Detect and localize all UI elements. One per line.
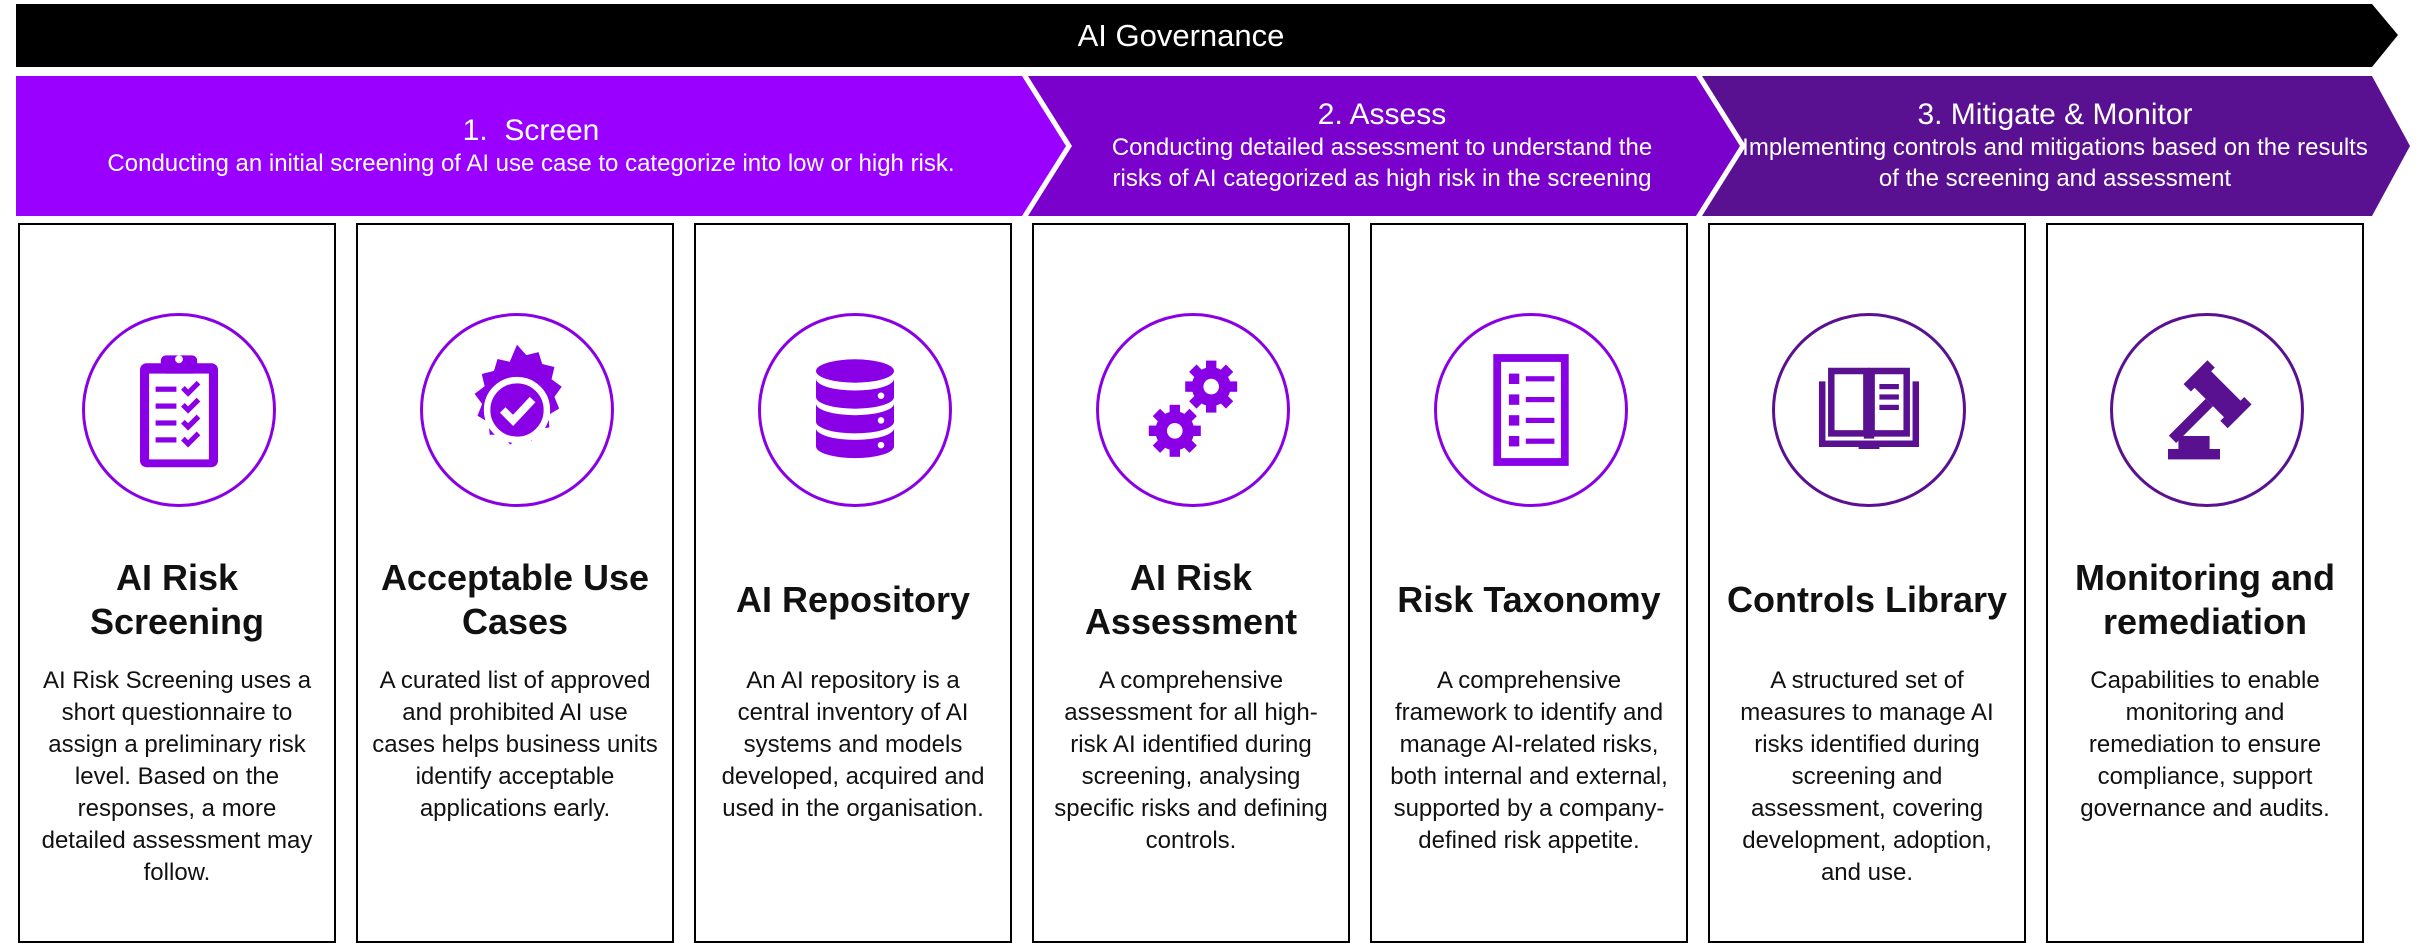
card-description: An AI repository is a central inventory …	[721, 667, 985, 822]
icon-circle	[420, 313, 614, 507]
icon-circle	[82, 313, 276, 507]
card-ai-repository: AI Repository An AI repository is a cent…	[694, 223, 1012, 943]
list-document-icon	[1493, 354, 1569, 466]
card-risk-taxonomy: Risk Taxonomy A comprehensive framework …	[1370, 223, 1688, 943]
clipboard-checklist-icon	[140, 355, 218, 468]
phase-description: Conducting detailed assessment to unders…	[1111, 134, 1653, 192]
phase-assess: 2. Assess Conducting detailed assessment…	[1080, 76, 1684, 216]
card-acceptable-use-cases: Acceptable Use Cases A curated list of a…	[356, 223, 674, 943]
card-description: AI Risk Screening uses a short questionn…	[41, 667, 313, 886]
card-title: Controls Library	[1726, 579, 2008, 620]
card-description: A structured set of measures to manage A…	[1740, 667, 1994, 886]
banner-title: AI Governance	[1077, 17, 1285, 53]
card-title: AI Risk Assessment	[1084, 557, 1298, 642]
phase-description: Implementing controls and mitigations ba…	[1742, 134, 2368, 192]
capability-cards: AI Risk Screening AI Risk Screening uses…	[0, 223, 2418, 943]
card-controls-library: Controls Library A structured set of mea…	[1708, 223, 2026, 943]
card-title: Risk Taxonomy	[1397, 579, 1661, 620]
database-icon	[816, 359, 894, 459]
phase-screen: 1. Screen Conducting an initial screenin…	[16, 76, 1046, 216]
phase-title: 3. Mitigate & Monitor	[1917, 98, 2193, 131]
gavel-icon	[2168, 360, 2252, 460]
card-ai-risk-screening: AI Risk Screening AI Risk Screening uses…	[18, 223, 336, 943]
ai-governance-banner-arrow	[16, 4, 2398, 67]
card-title: Monitoring and remediation	[2075, 557, 2335, 642]
phase-title: 2. Assess	[1317, 98, 1447, 131]
governance-arrows	[16, 4, 2410, 216]
open-book-icon	[1818, 367, 1920, 449]
card-ai-risk-assessment: AI Risk Assessment A comprehensive asses…	[1032, 223, 1350, 943]
screen-phase-chevron	[16, 76, 1066, 216]
icon-circle	[1772, 313, 1966, 507]
badge-check-icon	[474, 345, 562, 445]
icon-circle	[1434, 313, 1628, 507]
mitigate-phase-chevron	[1702, 76, 2410, 216]
card-title: AI Risk Screening	[89, 557, 265, 642]
card-title: AI Repository	[735, 579, 971, 620]
phase-title: 1. Screen	[462, 113, 600, 147]
phase-mitigate-monitor: 3. Mitigate & Monitor Implementing contr…	[1740, 76, 2370, 216]
phase-description: Conducting an initial screening of AI us…	[107, 149, 955, 177]
assess-phase-chevron	[1028, 76, 1740, 216]
icon-circle	[758, 313, 952, 507]
card-description: Capabilities to enable monitoring and re…	[2080, 667, 2330, 822]
card-title: Acceptable Use Cases	[380, 557, 650, 642]
card-description: A comprehensive framework to identify an…	[1390, 667, 1668, 854]
card-description: A curated list of approved and prohibite…	[372, 667, 658, 822]
card-monitoring-remediation: Monitoring and remediation Capabilities …	[2046, 223, 2364, 943]
icon-circle	[2110, 313, 2304, 507]
icon-circle	[1096, 313, 1290, 507]
card-description: A comprehensive assessment for all high-…	[1054, 667, 1328, 854]
gears-icon	[1148, 360, 1238, 457]
